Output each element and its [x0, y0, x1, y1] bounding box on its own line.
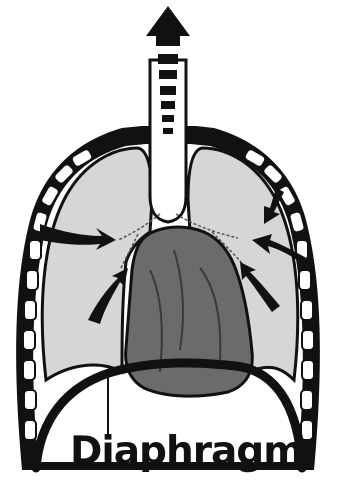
- diaphragm-label: Diaphragm: [70, 432, 300, 471]
- trachea-tube: [150, 60, 186, 222]
- arrow-head: [146, 6, 190, 46]
